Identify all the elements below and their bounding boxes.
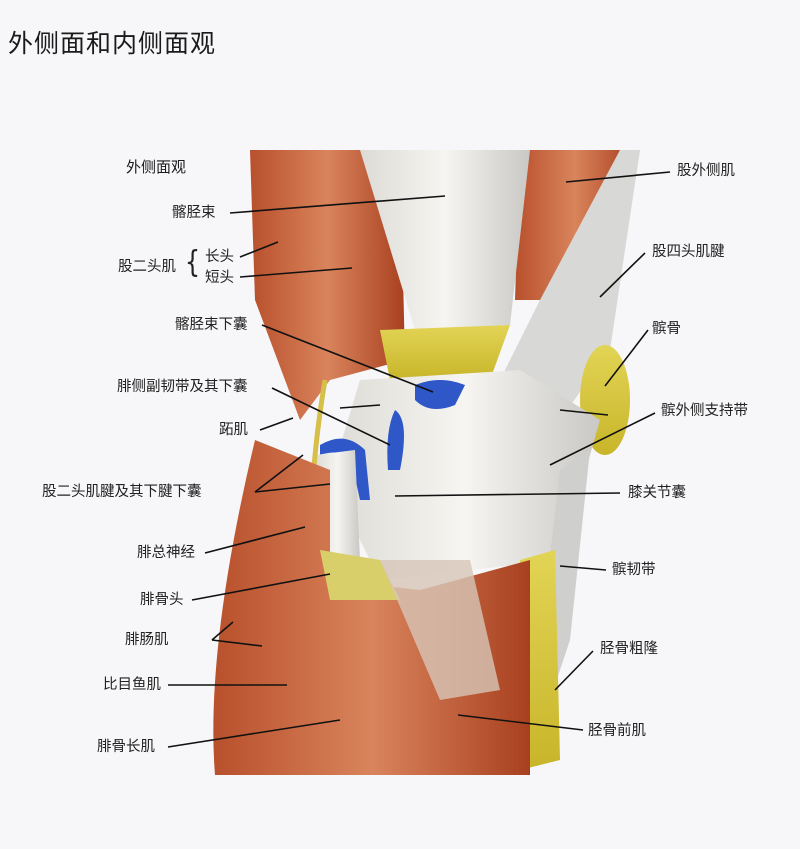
biceps-femoris-shape <box>250 150 405 420</box>
label-patellar-ligament: 髌韧带 <box>612 562 656 578</box>
iliotibial-bursa-shape <box>415 380 465 409</box>
label-short-head: 短头 <box>205 270 234 286</box>
iliotibial-tract-shape <box>360 150 530 330</box>
label-joint-capsule: 膝关节囊 <box>628 485 686 501</box>
page-title: 外侧面和内侧面观 <box>8 29 217 58</box>
label-fibular-collateral: 腓侧副韧带及其下囊 <box>117 379 248 395</box>
collateral-bursa-shape <box>387 410 404 470</box>
label-gastrocnemius: 腓肠肌 <box>125 632 169 648</box>
label-iliotibial-tract: 髂胫束 <box>172 205 216 221</box>
label-vastus-lateralis: 股外侧肌 <box>677 163 735 179</box>
view-subtitle: 外侧面观 <box>126 158 187 176</box>
label-long-head: 长头 <box>205 249 234 265</box>
label-quadriceps-tendon: 股四头肌腱 <box>652 244 725 260</box>
fat-pad-shape <box>380 325 510 380</box>
fibular-head-shape <box>320 550 400 600</box>
label-biceps-femoris: 股二头肌 <box>118 259 176 275</box>
tendon-sweep-shape <box>380 560 500 700</box>
label-fibular-head: 腓骨头 <box>140 592 184 608</box>
label-iliotibial-bursa: 髂胫束下囊 <box>175 317 248 333</box>
label-lateral-retinaculum: 髌外侧支持带 <box>661 403 748 419</box>
label-plantaris: 跖肌 <box>219 422 248 438</box>
biceps-bursa-shape <box>320 438 370 500</box>
label-peroneus-longus: 腓骨长肌 <box>97 739 155 755</box>
label-soleus: 比目鱼肌 <box>103 677 161 693</box>
label-tibialis-anterior: 胫骨前肌 <box>588 723 646 739</box>
leader-lines <box>167 171 671 748</box>
label-common-peroneal-nerve: 腓总神经 <box>137 545 195 561</box>
label-biceps-tendon: 股二头肌腱及其下腱下囊 <box>42 484 202 500</box>
label-patella: 髌骨 <box>652 321 681 337</box>
label-tibial-tuberosity: 胫骨粗隆 <box>600 641 658 657</box>
brace-symbol: { <box>184 245 201 280</box>
